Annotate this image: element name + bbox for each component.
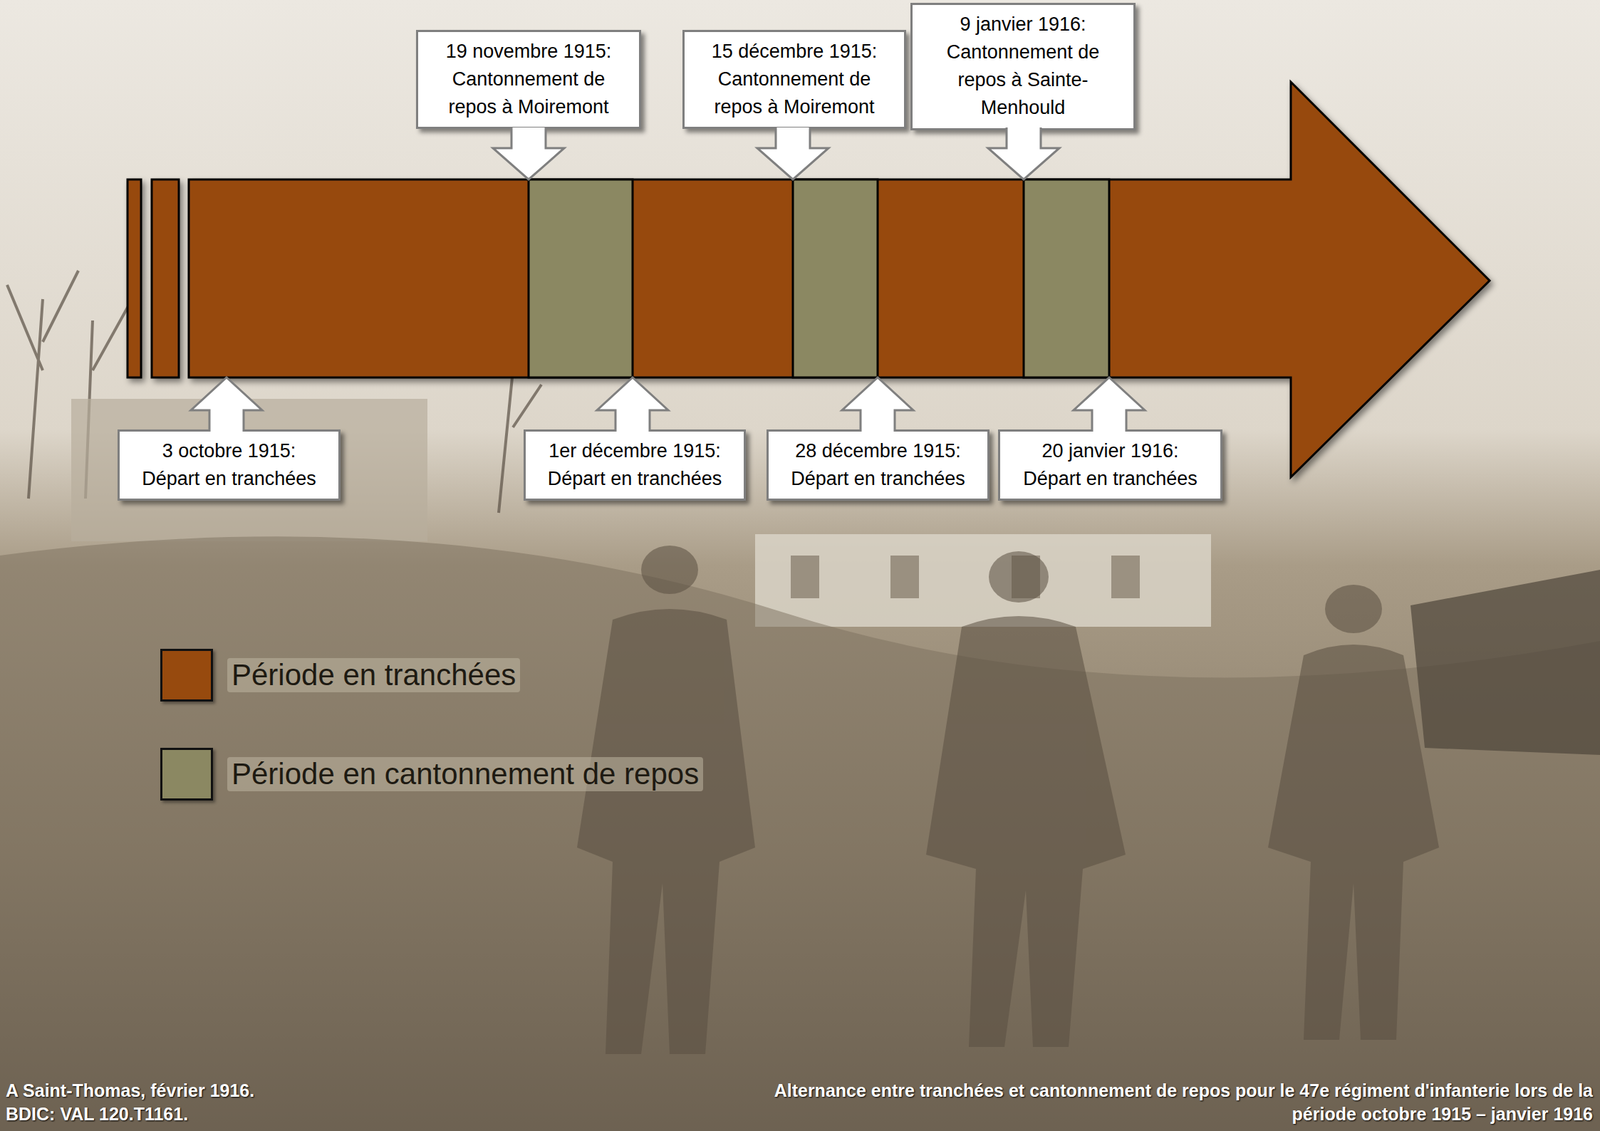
callout-date: 1er décembre 1915: bbox=[534, 437, 736, 466]
legend-text: Période en tranchées bbox=[227, 658, 521, 693]
callout-text: Cantonnement de repos à Moiremont bbox=[700, 65, 888, 122]
caption: Alternance entre tranchées et cantonneme… bbox=[759, 1079, 1593, 1126]
callout-text: Départ en tranchées bbox=[1017, 465, 1204, 493]
legend-row: Période en cantonnement de repos bbox=[160, 747, 704, 801]
callout-text: Cantonnement de repos à Sainte-Menhould bbox=[929, 38, 1117, 122]
callout-box: 15 décembre 1915:Cantonnement de repos à… bbox=[682, 29, 907, 129]
callout-text: Départ en tranchées bbox=[136, 465, 323, 493]
callout-box: 9 janvier 1916:Cantonnement de repos à S… bbox=[910, 2, 1136, 131]
legend-swatch bbox=[160, 648, 214, 702]
credit-line: BDIC: VAL 120.T1161. bbox=[5, 1102, 255, 1127]
callout-text: Départ en tranchées bbox=[541, 465, 729, 493]
callout-box: 19 novembre 1915:Cantonnement de repos à… bbox=[416, 29, 642, 129]
callout-box: 1er décembre 1915:Départ en tranchées bbox=[523, 429, 746, 501]
callout-text: Départ en tranchées bbox=[785, 465, 972, 493]
callout-date: 20 janvier 1916: bbox=[1008, 437, 1212, 466]
callout-date: 28 décembre 1915: bbox=[777, 437, 979, 466]
credit-line: A Saint-Thomas, février 1916. bbox=[5, 1079, 255, 1103]
callout-box: 20 janvier 1916:Départ en tranchées bbox=[998, 429, 1223, 501]
photo-credit: A Saint-Thomas, février 1916.BDIC: VAL 1… bbox=[5, 1079, 255, 1126]
callout-date: 9 janvier 1916: bbox=[921, 10, 1125, 39]
legend-text: Période en cantonnement de repos bbox=[227, 757, 704, 792]
legend-row: Période en tranchées bbox=[160, 648, 521, 702]
callout-box: 28 décembre 1915:Départ en tranchées bbox=[766, 429, 990, 501]
callout-date: 15 décembre 1915: bbox=[693, 37, 896, 66]
callout-box: 3 octobre 1915:Départ en tranchées bbox=[117, 429, 341, 501]
callout-text: Cantonnement de repos à Moiremont bbox=[435, 65, 622, 122]
callout-date: 19 novembre 1915: bbox=[426, 37, 631, 66]
legend-swatch bbox=[160, 747, 214, 801]
callout-date: 3 octobre 1915: bbox=[128, 437, 330, 466]
